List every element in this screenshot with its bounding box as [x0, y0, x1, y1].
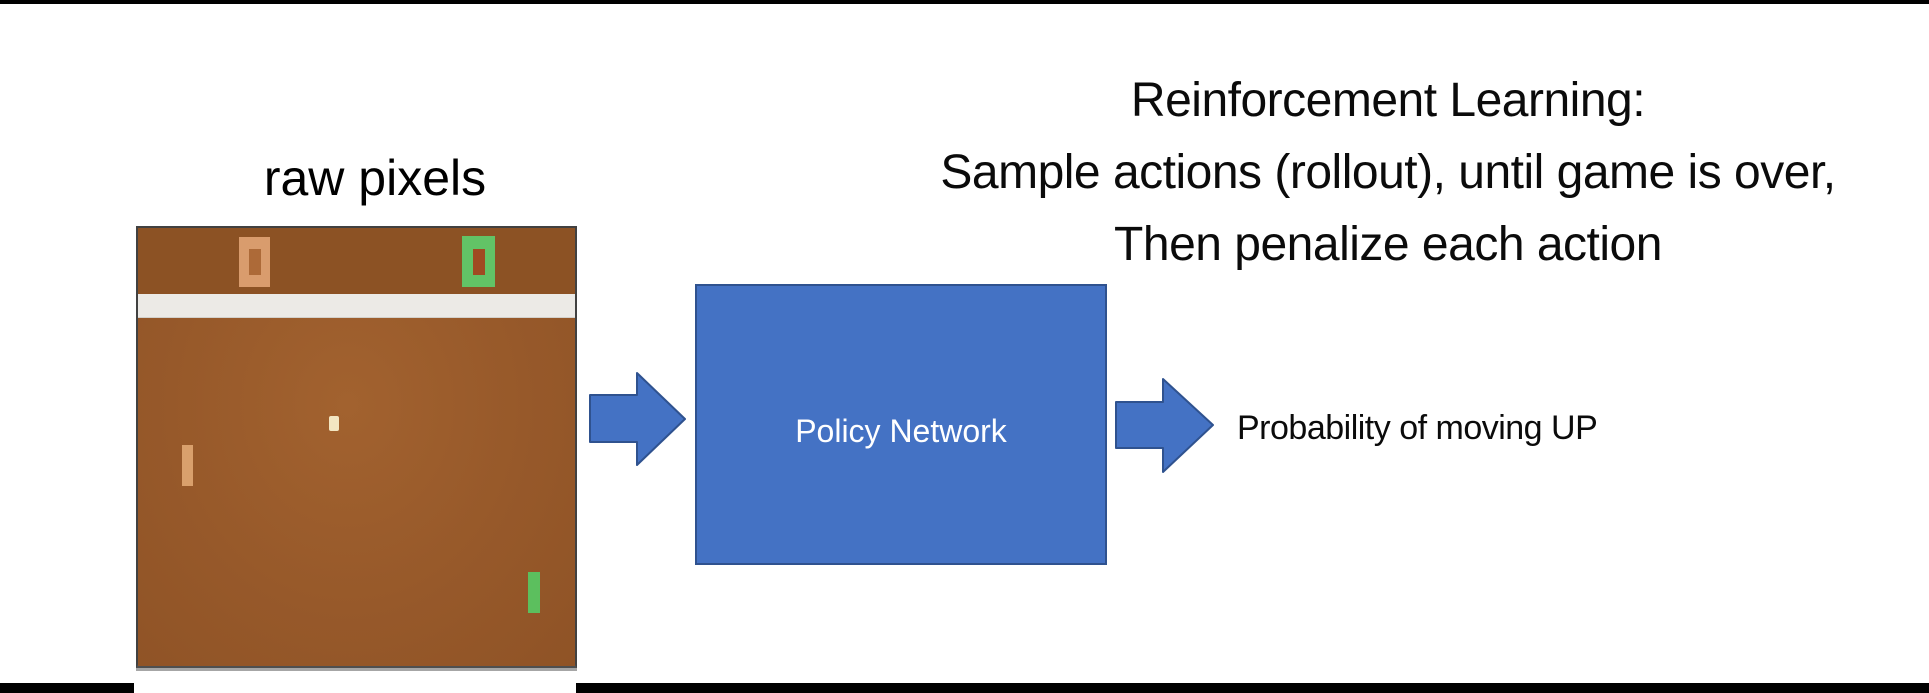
left-score-digit: [239, 237, 270, 287]
policy-network-box: Policy Network: [695, 284, 1107, 565]
bottom-letterbox-bar-left: [0, 683, 134, 693]
output-arrow-icon: [1115, 378, 1214, 473]
output-probability-label: Probability of moving UP: [1237, 409, 1598, 447]
right-score-digit: [462, 236, 495, 287]
top-letterbox-bar: [0, 0, 1929, 4]
policy-network-label: Policy Network: [795, 413, 1007, 449]
pong-ball: [329, 416, 339, 431]
slide-title: Reinforcement Learning: Sample actions (…: [848, 65, 1928, 281]
score-band: [138, 228, 575, 294]
top-wall-bar: [138, 294, 575, 318]
pong-game-frame: [136, 226, 577, 668]
right-paddle: [528, 572, 540, 613]
title-line-2: Sample actions (rollout), until game is …: [940, 146, 1836, 199]
bottom-letterbox-bar-right: [576, 683, 1929, 693]
digit-hole: [473, 249, 485, 275]
raw-pixels-caption: raw pixels: [263, 150, 487, 206]
input-arrow-icon: [589, 372, 686, 466]
title-line-1: Reinforcement Learning:: [1130, 74, 1646, 127]
digit-hole: [249, 249, 261, 275]
play-field: [138, 318, 575, 666]
left-paddle: [182, 445, 193, 486]
title-line-3: Then penalize each action: [1114, 218, 1662, 271]
